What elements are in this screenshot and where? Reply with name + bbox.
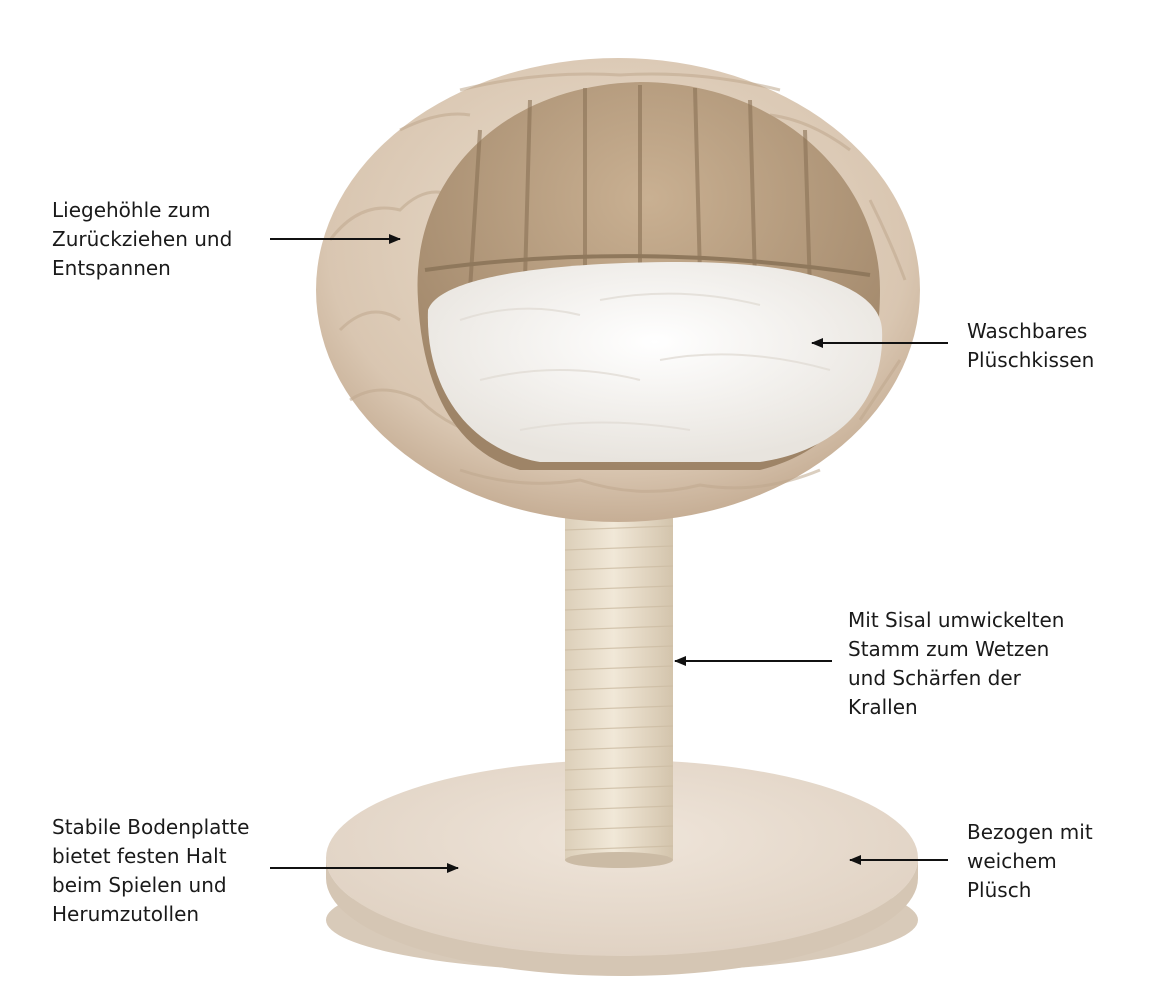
annotation-base: Stabile Bodenplatte bietet festen Halt b… [52, 815, 250, 926]
sisal-post [564, 510, 674, 868]
annotation-cave: Liegehöhle zum Zurückziehen und Entspann… [52, 198, 233, 280]
annotation-plush: Bezogen mit weichem Plüsch [967, 820, 1093, 902]
plush-cushion [427, 262, 883, 462]
annotation-cushion: Waschbares Plüschkissen [967, 319, 1095, 372]
callout-arrows [270, 234, 948, 873]
annotation-post: Mit Sisal umwickelten Stamm zum Wetzen u… [848, 608, 1065, 719]
